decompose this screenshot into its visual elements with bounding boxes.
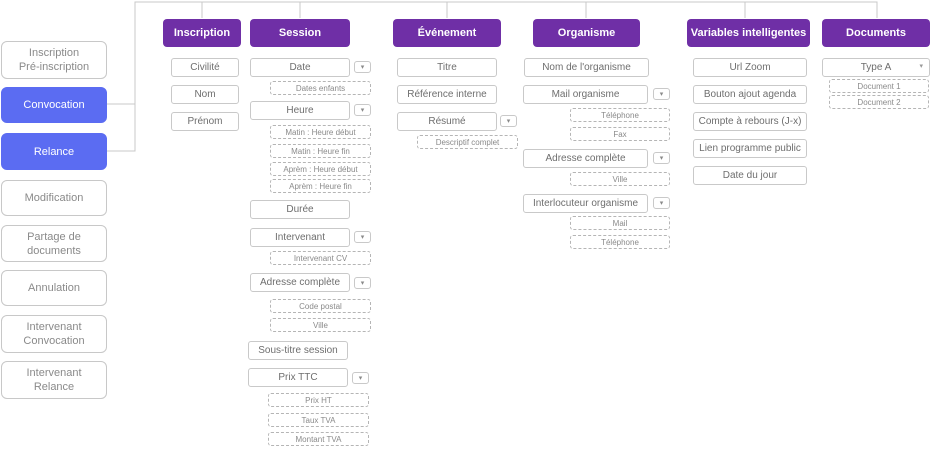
expand-prix-icon[interactable]: ▾ — [352, 372, 369, 384]
subfield-aprem-heure-fin[interactable]: Aprèm : Heure fin — [270, 179, 371, 193]
subfield-taux-tva[interactable]: Taux TVA — [268, 413, 369, 427]
subfield-prix-ht[interactable]: Prix HT — [268, 393, 369, 407]
subfield-fax[interactable]: Fax — [570, 127, 670, 141]
sidebar-item-intervenant-relance[interactable]: Intervenant Relance — [1, 361, 107, 399]
subfield-matin-heure-debut[interactable]: Matin : Heure début — [270, 125, 371, 139]
subfield-mail-interlocuteur[interactable]: Mail — [570, 216, 670, 230]
subfield-matin-heure-fin[interactable]: Matin : Heure fin — [270, 144, 371, 158]
field-resume[interactable]: Résumé — [397, 112, 497, 131]
subfield-montant-tva[interactable]: Montant TVA — [268, 432, 369, 446]
select-document-type[interactable]: Type A ▾ — [822, 58, 930, 77]
header-documents[interactable]: Documents — [822, 19, 930, 47]
sidebar-item-modification[interactable]: Modification — [1, 180, 107, 216]
header-variables-intelligentes[interactable]: Variables intelligentes — [687, 19, 810, 47]
sidebar-item-partage-documents[interactable]: Partage de documents — [1, 225, 107, 262]
expand-interlocuteur-icon[interactable]: ▾ — [653, 197, 670, 209]
field-adresse-complete-organisme[interactable]: Adresse complète — [523, 149, 648, 168]
expand-intervenant-icon[interactable]: ▾ — [354, 231, 371, 243]
expand-resume-icon[interactable]: ▾ — [500, 115, 517, 127]
header-session[interactable]: Session — [250, 19, 350, 47]
subfield-dates-enfants[interactable]: Dates enfants — [270, 81, 371, 95]
subfield-document-2[interactable]: Document 2 — [829, 95, 929, 109]
subfield-telephone-interlocuteur[interactable]: Téléphone — [570, 235, 670, 249]
subfield-intervenant-cv[interactable]: Intervenant CV — [270, 251, 371, 265]
field-sous-titre-session[interactable]: Sous-titre session — [248, 341, 348, 360]
field-interlocuteur-organisme[interactable]: Interlocuteur organisme — [523, 194, 648, 213]
subfield-aprem-heure-debut[interactable]: Aprèm : Heure début — [270, 162, 371, 176]
chevron-down-icon: ▾ — [919, 63, 923, 70]
field-compte-a-rebours[interactable]: Compte à rebours (J-x) — [693, 112, 807, 131]
select-document-type-value: Type A — [860, 62, 892, 73]
field-lien-programme-public[interactable]: Lien programme public — [693, 139, 807, 158]
expand-adresse-organisme-icon[interactable]: ▾ — [653, 152, 670, 164]
sidebar-item-inscription[interactable]: Inscription Pré-inscription — [1, 41, 107, 79]
header-inscription[interactable]: Inscription — [163, 19, 241, 47]
expand-heure-icon[interactable]: ▾ — [354, 104, 371, 116]
field-titre[interactable]: Titre — [397, 58, 497, 77]
field-civilite[interactable]: Civilité — [171, 58, 239, 77]
field-nom[interactable]: Nom — [171, 85, 239, 104]
field-date-du-jour[interactable]: Date du jour — [693, 166, 807, 185]
field-adresse-complete-session[interactable]: Adresse complète — [250, 273, 350, 292]
field-reference-interne[interactable]: Référence interne — [397, 85, 497, 104]
field-prenom[interactable]: Prénom — [171, 112, 239, 131]
subfield-telephone-organisme[interactable]: Téléphone — [570, 108, 670, 122]
sidebar-item-relance[interactable]: Relance — [1, 133, 107, 170]
field-heure[interactable]: Heure — [250, 101, 350, 120]
expand-mail-organisme-icon[interactable]: ▾ — [653, 88, 670, 100]
field-intervenant[interactable]: Intervenant — [250, 228, 350, 247]
expand-date-icon[interactable]: ▾ — [354, 61, 371, 73]
field-bouton-ajout-agenda[interactable]: Bouton ajout agenda — [693, 85, 807, 104]
field-date[interactable]: Date — [250, 58, 350, 77]
subfield-ville-session[interactable]: Ville — [270, 318, 371, 332]
subfield-ville-organisme[interactable]: Ville — [570, 172, 670, 186]
field-mail-organisme[interactable]: Mail organisme — [523, 85, 648, 104]
field-nom-organisme[interactable]: Nom de l'organisme — [524, 58, 649, 77]
subfield-descriptif-complet[interactable]: Descriptif complet — [417, 135, 518, 149]
field-url-zoom[interactable]: Url Zoom — [693, 58, 807, 77]
sidebar-item-intervenant-convocation[interactable]: Intervenant Convocation — [1, 315, 107, 353]
expand-adresse-session-icon[interactable]: ▾ — [354, 277, 371, 289]
subfield-code-postal[interactable]: Code postal — [270, 299, 371, 313]
sidebar-item-annulation[interactable]: Annulation — [1, 270, 107, 306]
field-prix-ttc[interactable]: Prix TTC — [248, 368, 348, 387]
header-organisme[interactable]: Organisme — [533, 19, 640, 47]
field-duree[interactable]: Durée — [250, 200, 350, 219]
sidebar-item-convocation[interactable]: Convocation — [1, 87, 107, 123]
subfield-document-1[interactable]: Document 1 — [829, 79, 929, 93]
header-evenement[interactable]: Événement — [393, 19, 501, 47]
